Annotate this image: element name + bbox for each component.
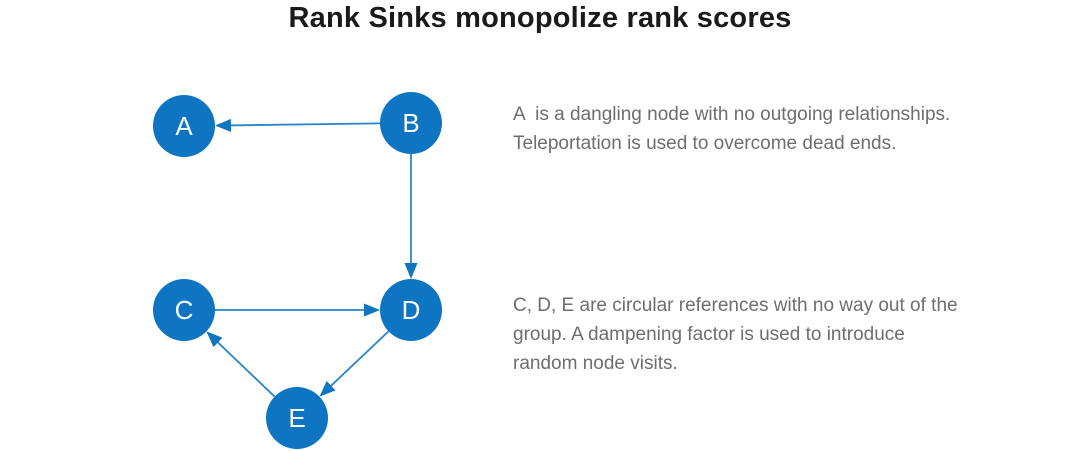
node-B-label: B bbox=[402, 108, 419, 138]
annotation-circular-references-line-3: random node visits. bbox=[513, 353, 678, 374]
node-A: A bbox=[153, 95, 215, 157]
annotation-circular-references-line-1: C, D, E are circular references with no … bbox=[513, 295, 958, 316]
diagram-title: Rank Sinks monopolize rank scores bbox=[288, 2, 792, 34]
annotation-dangling-node-line-2: Teleportation is used to overcome dead e… bbox=[513, 133, 897, 154]
node-C: C bbox=[153, 279, 215, 341]
node-E-label: E bbox=[288, 403, 305, 433]
annotation-circular-references-line-2: group. A dampening factor is used to int… bbox=[513, 324, 905, 345]
node-D: D bbox=[380, 279, 442, 341]
annotation-circular-references: C, D, E are circular references with no … bbox=[513, 291, 958, 378]
annotation-dangling-node: A is a dangling node with no outgoing re… bbox=[513, 100, 950, 158]
node-E-circle bbox=[266, 387, 328, 449]
node-A-circle bbox=[153, 95, 215, 157]
annotation-dangling-node-line-1: A is a dangling node with no outgoing re… bbox=[513, 104, 951, 125]
edge-E-to-C bbox=[206, 331, 276, 398]
node-C-circle bbox=[153, 279, 215, 341]
node-B: B bbox=[380, 92, 442, 154]
edge-D-to-E bbox=[319, 330, 390, 397]
edge-B-to-A bbox=[214, 118, 381, 132]
node-A-label: A bbox=[175, 111, 193, 141]
node-C-label: C bbox=[175, 295, 194, 325]
node-E: E bbox=[266, 387, 328, 449]
node-B-circle bbox=[380, 92, 442, 154]
node-D-label: D bbox=[402, 295, 421, 325]
node-D-circle bbox=[380, 279, 442, 341]
